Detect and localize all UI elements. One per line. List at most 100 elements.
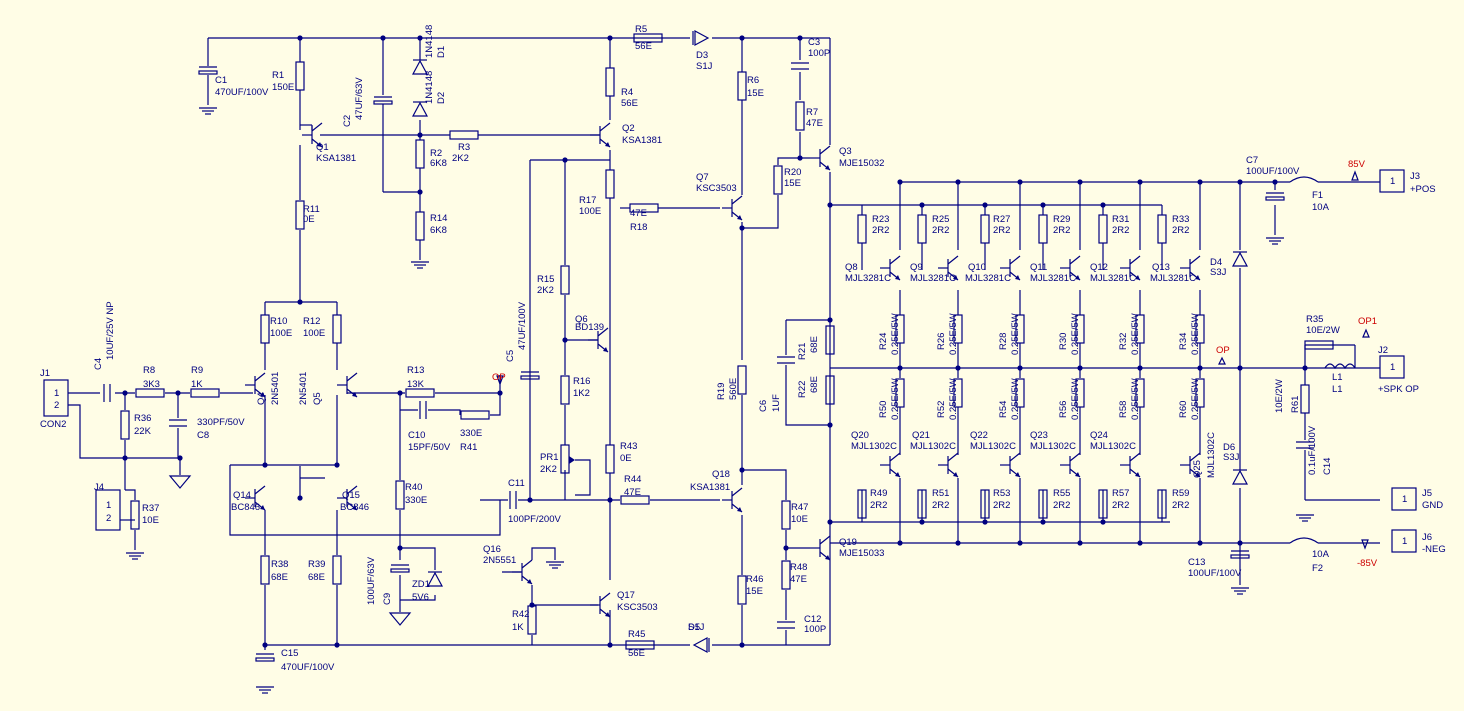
capacitor-value: 47UF/100V — [517, 301, 528, 350]
resistor-value: 2R2 — [1053, 500, 1070, 511]
transistor-part: MJL1302C — [851, 441, 897, 452]
diode-ref: D6 — [1223, 442, 1235, 453]
connector-pin: 1 — [1390, 362, 1395, 373]
transistor-ref: Q20 — [851, 430, 869, 441]
resistor-ref: R35 — [1306, 314, 1323, 325]
resistor-ref: R7 — [806, 107, 818, 118]
resistor-value: 2R2 — [1053, 225, 1070, 236]
fuse-ref: F2 — [1312, 563, 1323, 574]
diode-part: S3J — [1223, 452, 1240, 463]
net-label: OP1 — [1358, 316, 1377, 327]
resistor-value: 2R2 — [1112, 500, 1129, 511]
resistor-value: 15E — [747, 88, 764, 99]
resistor-ref: R28 — [998, 333, 1009, 350]
diode-ref: D3 — [696, 50, 708, 61]
resistor-ref: R14 — [430, 213, 447, 224]
capacitor-ref: C10 — [408, 430, 425, 441]
resistor-value: 68E — [308, 572, 325, 583]
components: R1150ER26K8R32K2R456ER556ER615ER747ER83K… — [40, 24, 1446, 694]
transistor-part: KSA1381 — [690, 482, 730, 493]
ground-symbol — [168, 475, 192, 489]
resistor-value: 2K2 — [540, 464, 557, 475]
connector-label: +POS — [1410, 184, 1436, 195]
capacitor-ref: C14 — [1322, 458, 1333, 475]
transistor-ref: Q5 — [312, 392, 323, 405]
capacitor-value: 100UF/100V — [1188, 568, 1242, 579]
resistor-value: 150E — [272, 82, 294, 93]
connector-ref: J6 — [1422, 532, 1432, 543]
transistor-ref: Q2 — [622, 123, 635, 134]
transistor-part: MJL3281C — [1090, 273, 1136, 284]
transistor-ref: Q1 — [316, 142, 329, 153]
connector-pin: 1 — [1390, 176, 1395, 187]
transistor-part: 2N5401 — [298, 372, 309, 405]
resistor-ref: R58 — [1118, 401, 1129, 418]
transistor-part: KSA1381 — [316, 153, 356, 164]
resistor-ref: PR1 — [540, 452, 558, 463]
resistor-ref: R10 — [270, 316, 287, 327]
ground-symbol — [126, 552, 144, 560]
resistor-ref: R1 — [272, 70, 284, 81]
transistor-part: MJL1302C — [970, 441, 1016, 452]
net-label: -85V — [1357, 558, 1378, 569]
resistor-ref: R5 — [635, 24, 647, 35]
diode-part: S1J — [696, 61, 713, 72]
resistor-ref: R54 — [998, 401, 1009, 418]
resistor-value: 0.25E/5W — [948, 378, 959, 420]
resistor-value: 0.25E/5W — [890, 378, 901, 420]
connector-pin: 2 — [106, 513, 111, 524]
resistor-ref: R44 — [624, 474, 641, 485]
transistor-part: MJL1302C — [910, 441, 956, 452]
capacitor-value: 15PF/50V — [408, 442, 451, 453]
ground-symbol — [1296, 514, 1314, 522]
transistor-ref: Q8 — [845, 262, 858, 273]
transistor-part: MJL1302C — [1090, 441, 1136, 452]
resistor-ref: R2 — [430, 148, 442, 159]
diode-ref: D4 — [1210, 257, 1222, 268]
transistor-ref: Q10 — [968, 262, 986, 273]
inductor-ref: L1 — [1332, 372, 1343, 383]
capacitor-ref: C5 — [505, 350, 516, 362]
capacitor-ref: C13 — [1188, 557, 1205, 568]
resistor-value: 10E — [791, 514, 808, 525]
resistor-value: 0.25E/5W — [1190, 313, 1201, 355]
resistor-ref: R4 — [621, 87, 633, 98]
resistor-value: 1K2 — [573, 388, 590, 399]
diode-part: S1J — [688, 622, 705, 633]
connector-pin: 1 — [1402, 536, 1407, 547]
